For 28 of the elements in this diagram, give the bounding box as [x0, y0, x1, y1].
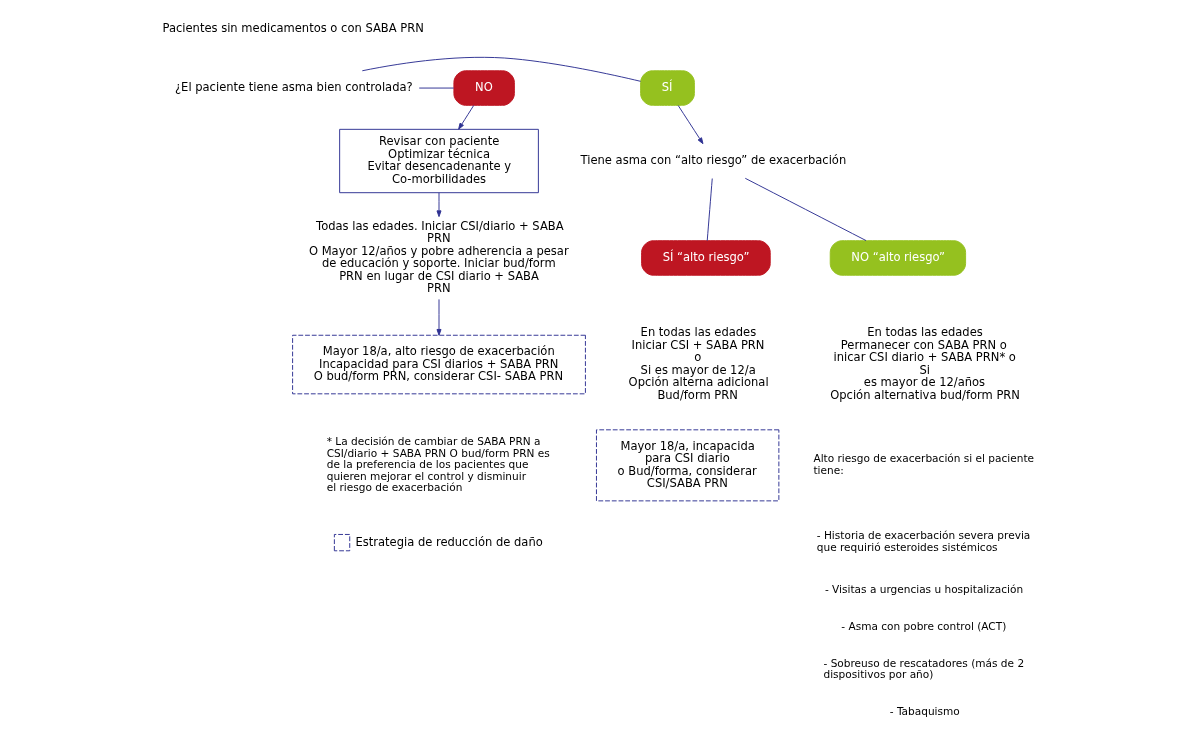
label: - Historia de exacerbación severa previa que requirió esteroides sistémicos [816, 529, 1030, 553]
node-box: Revisar con paciente Optimizar técnica Evitar desencadenante y Co-morbilidades [338, 128, 539, 194]
label: - Tabaquismo [889, 704, 960, 717]
arrow [436, 298, 441, 336]
node-box: NO “alto riesgo” [829, 240, 966, 276]
connector [706, 178, 713, 242]
label: - Asma con pobre control (ACT) [840, 620, 1006, 633]
node-box: SÍ “alto riesgo” [640, 240, 771, 276]
label: - Sobreuso de rescatadores (más de 2 dispositivos por año) [823, 656, 1024, 681]
connector [361, 56, 641, 82]
connector [744, 177, 866, 242]
label: * La decisión de cambiar de SABA PRN a CSI/diario + SABA PRN O bud/form PRN es de la preferencia de los pacientes que quieren mejorar el control y disminuir el riesgo de exacerbación [326, 434, 550, 494]
label: Alto riesgo de exacerbación si el paciente tiene: [812, 452, 1034, 476]
label: - Visitas a urgencias u hospitalización [824, 582, 1023, 595]
node-text: ¿El paciente tiene asma bien controlada? [174, 80, 413, 95]
node-box: Mayor 18/a, incapacida para CSI diario o Bud/forma, considerar CSI/SABA PRN [595, 429, 779, 502]
node-box: NO [452, 70, 515, 106]
node-text: En todas las edades Permanecer con SABA PRN o inicar CSI diario + SABA PRN* o Si es mayor de 12/años Opción alternativa bud/form PRN [829, 325, 1020, 402]
legend-label: Estrategia de reducción de daño [354, 534, 543, 549]
node-box: SÍ [639, 70, 695, 106]
arrow [677, 105, 703, 145]
node-box: Mayor 18/a, alto riesgo de exacerbación Incapacidad para CSI diarios + SABA PRN O bud/form PRN, considerar CSI- SABA PRN [291, 334, 586, 395]
node-text: Tiene asma con “alto riesgo” de exacerbación [580, 152, 846, 167]
arrow [457, 105, 474, 130]
node-text: En todas las edades Iniciar CSI + SABA PRN o Si es mayor de 12/a Opción alterna adicional Bud/form PRN [628, 325, 769, 402]
arrow [436, 192, 441, 218]
node-text: Pacientes sin medicamentos o con SABA PRN [162, 21, 424, 36]
node-text: Todas las edades. Iniciar CSI/diario + SABA PRN O Mayor 12/años y pobre adherencia a pesar de educación y soporte. Iniciar bud/form PRN en lugar de CSI diario + SABA PRN [308, 218, 569, 296]
